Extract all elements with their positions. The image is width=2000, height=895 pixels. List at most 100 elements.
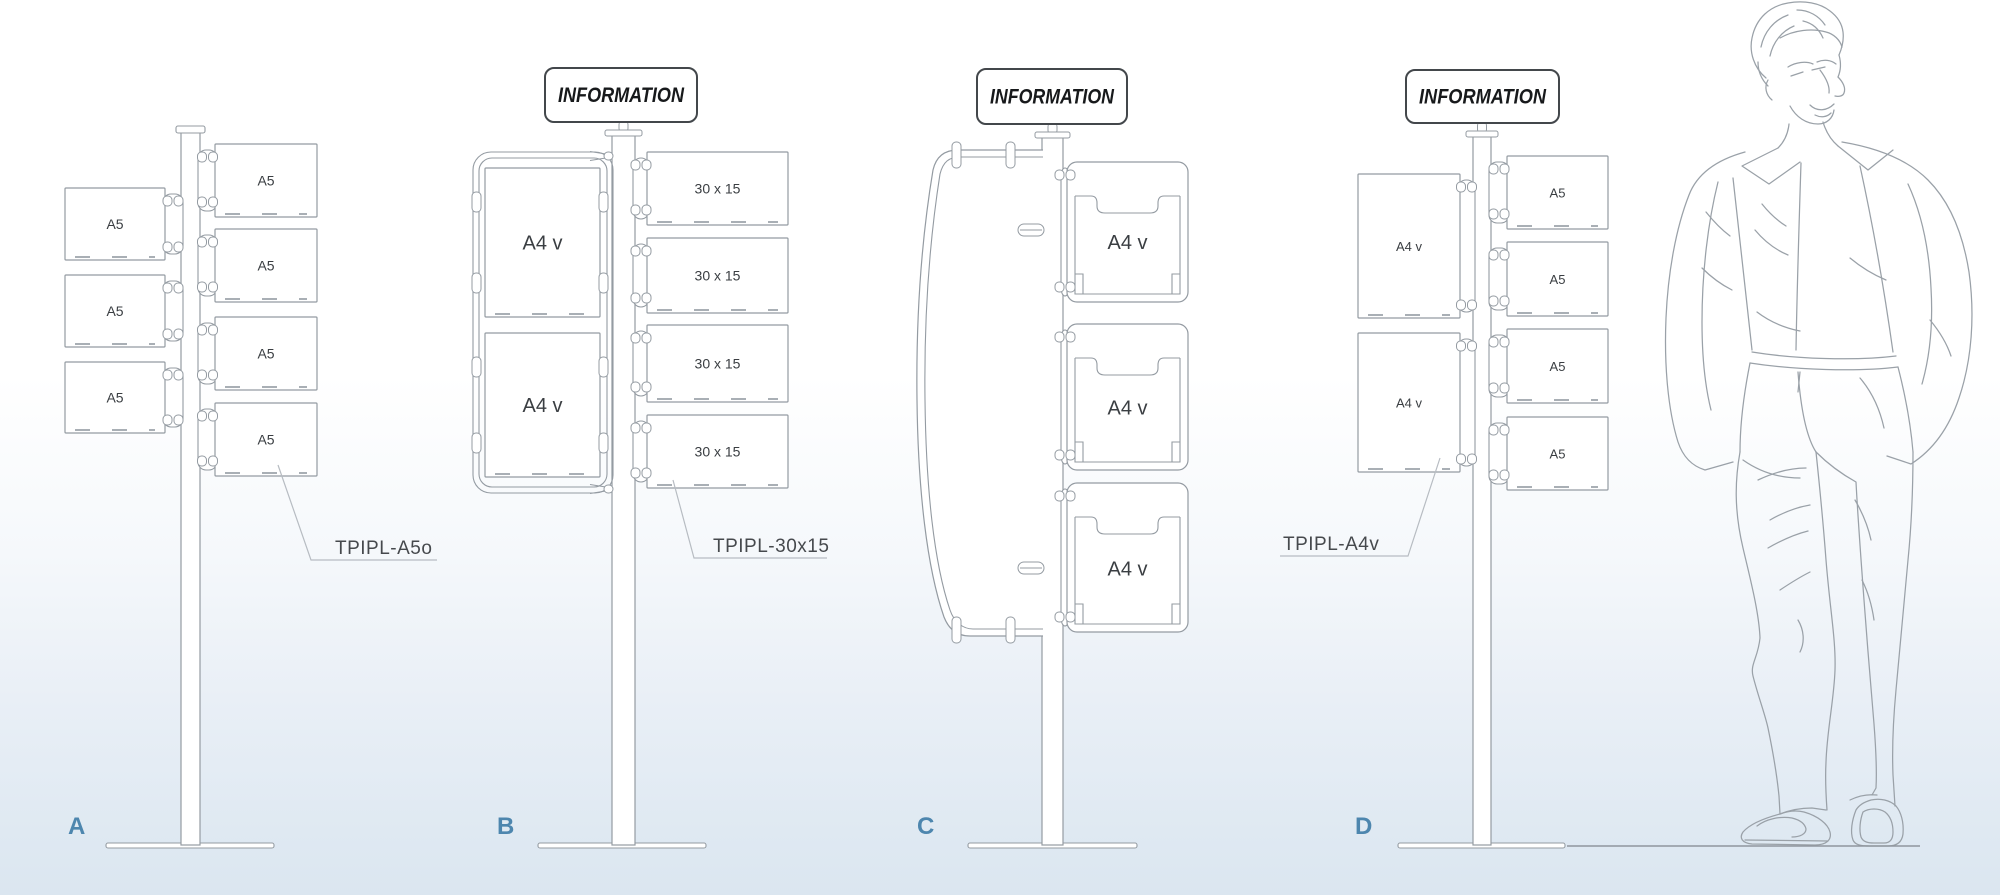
holder-size-label: A5 [257, 173, 274, 189]
holder-size-label: A4 v [1107, 558, 1147, 580]
figure-stroke [1701, 267, 1733, 291]
mount-clip [1054, 169, 1065, 181]
mount-clip [208, 410, 218, 422]
stand-letter-d: D [1355, 813, 1372, 840]
mount-clip [1467, 453, 1477, 465]
holder-size-label: 30 x 15 [695, 268, 741, 284]
mount-clip [1488, 336, 1499, 348]
mount-clip [173, 369, 184, 381]
holder-size-label: A5 [106, 390, 123, 406]
figure-stroke [1744, 839, 1829, 842]
mount-clip [1065, 281, 1076, 293]
figure-stroke [1797, 371, 1817, 453]
brochure-holder [64, 274, 166, 348]
mount-pin [471, 356, 482, 378]
mount-clip [1065, 449, 1076, 461]
mount-clip [197, 455, 207, 467]
mount-clip [1499, 382, 1510, 394]
brochure-holder [64, 361, 166, 434]
holder-size-label: A5 [257, 258, 274, 274]
brochure-pocket [1066, 323, 1189, 471]
mount-clip [197, 324, 207, 336]
panel-frame [478, 157, 608, 488]
mount-clip [1499, 249, 1510, 261]
mount-clip [208, 236, 218, 248]
brochure-holder [484, 167, 601, 318]
figure-stroke [1849, 257, 1887, 281]
mount-clip [1467, 340, 1477, 352]
figure-stroke [1777, 123, 1790, 149]
product-code-label: TPIPL-A4v [1283, 534, 1379, 555]
mount-clip [162, 241, 173, 253]
mount-pin [951, 141, 962, 169]
information-sign-text: INFORMATION [990, 86, 1115, 109]
figure-stroke [1740, 810, 1832, 846]
stand-letter-b: B [497, 813, 514, 840]
mount-clip [208, 196, 218, 208]
curved-panel-inner [924, 156, 1043, 630]
holder-size-label: 30 x 15 [695, 444, 741, 460]
information-sign-text: INFORMATION [1419, 86, 1547, 109]
figure-stroke [1742, 459, 1801, 479]
mount-pin [598, 356, 609, 378]
mount-clip [630, 159, 641, 171]
figure-stroke [1787, 61, 1814, 68]
mount-clip [641, 245, 652, 257]
holder-size-label: A4 v [1396, 396, 1423, 411]
pocket-front [1074, 516, 1181, 625]
figure-stroke [1779, 571, 1811, 591]
mount-clip [208, 151, 218, 163]
mount-clip [197, 369, 207, 381]
mount-pin [471, 272, 482, 294]
figure-stroke [1769, 504, 1811, 521]
holder-size-label: A4 v [522, 233, 562, 255]
mount-clip [1065, 490, 1076, 502]
scale-figure-man [1664, 1, 1973, 847]
mount-clip [173, 328, 184, 340]
mount-pin [951, 616, 962, 644]
mount-pin [471, 432, 482, 454]
figure-stroke [1811, 66, 1826, 71]
mount-clip [641, 204, 652, 216]
figure-stroke [1765, 79, 1773, 101]
pole [1472, 132, 1492, 846]
mount-clip [630, 332, 641, 344]
mount-clip [1054, 331, 1065, 343]
figure-stroke [1897, 366, 1914, 453]
figure-stroke [1907, 183, 1933, 385]
mount-clip [1065, 611, 1076, 623]
brochure-holder [646, 151, 789, 226]
mount-clip [641, 422, 652, 434]
mount-clip [197, 410, 207, 422]
figure-stroke [1815, 451, 1878, 796]
figure-stroke [1861, 579, 1875, 621]
mount-clip [1499, 208, 1510, 220]
figure-stroke [1705, 211, 1731, 237]
figure-stroke [1929, 319, 1952, 357]
sign-collar [1465, 130, 1499, 138]
mount-clip [197, 196, 207, 208]
stand-letter-c: C [917, 813, 934, 840]
figure-stroke [1837, 54, 1841, 78]
mount-clip [1054, 611, 1065, 623]
figure-stroke [1735, 451, 1781, 815]
mount-clip [208, 455, 218, 467]
leader-line [277, 464, 437, 561]
stand-letter-a: A [68, 813, 85, 840]
holder-size-label: A5 [1550, 186, 1566, 201]
figure-stroke [1779, 807, 1827, 815]
mount-clip [630, 292, 641, 304]
mount-pin [598, 272, 609, 294]
figure-stroke [1834, 76, 1846, 97]
holder-size-label: A5 [1550, 447, 1566, 462]
brochure-holder [1506, 241, 1609, 317]
brochure-holder [1506, 155, 1609, 230]
figure-stroke [1754, 229, 1789, 256]
information-sign [976, 68, 1128, 125]
figure-stroke [1756, 816, 1807, 838]
figure-stroke [1850, 798, 1904, 847]
